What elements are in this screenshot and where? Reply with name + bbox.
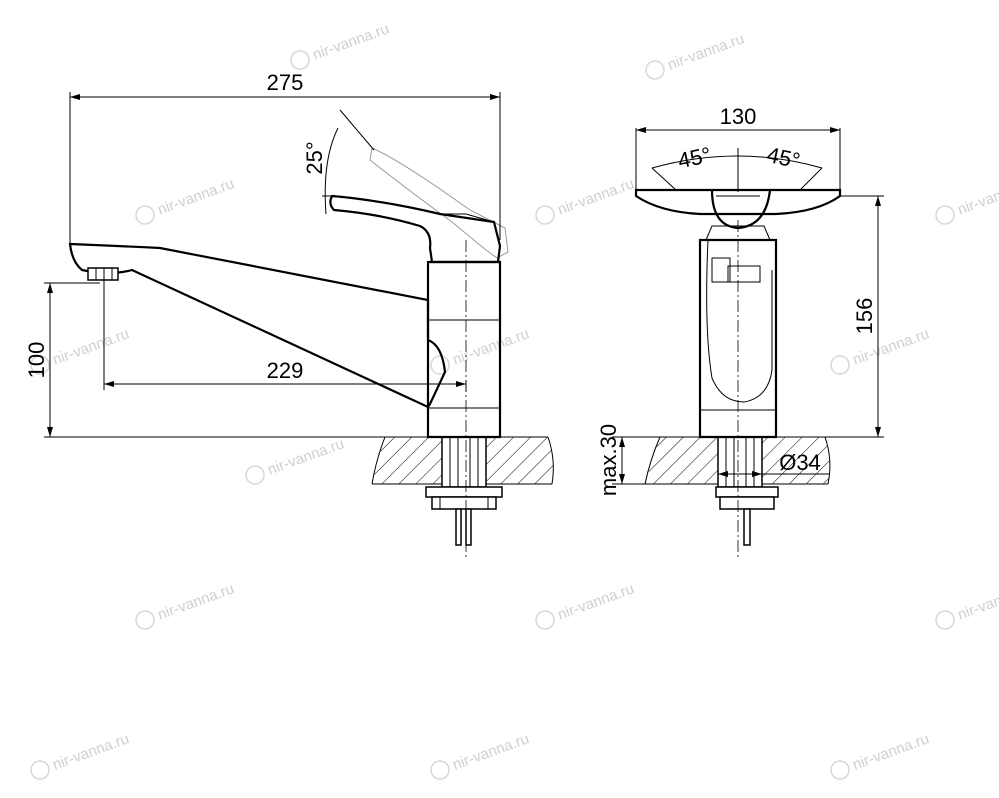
dim-45deg-right-label: 45° [765,142,803,173]
dim-lever-angle: 25° [302,109,375,215]
watermark-logo: nir-vanna.ru [535,580,636,630]
watermark-logo: nir-vanna.ru [30,730,131,780]
dim-156-label: 156 [852,298,877,335]
watermark-logo: nir-vanna.ru [935,175,999,225]
svg-text:nir-vanna.ru: nir-vanna.ru [555,175,636,218]
dim-45deg-left-label: 45° [676,142,714,173]
svg-text:nir-vanna.ru: nir-vanna.ru [265,435,346,478]
dim-130-label: 130 [720,104,757,129]
svg-text:nir-vanna.ru: nir-vanna.ru [555,580,636,623]
watermark-logo: nir-vanna.ru [535,175,636,225]
svg-text:nir-vanna.ru: nir-vanna.ru [50,730,131,773]
dim-spout-height: 100 [24,282,428,438]
svg-text:nir-vanna.ru: nir-vanna.ru [450,730,531,773]
side-faucet-body [426,240,502,560]
svg-text:nir-vanna.ru: nir-vanna.ru [955,175,999,218]
watermark-logo: nir-vanna.ru [135,175,236,225]
dim-overall-length: 275 [69,70,501,244]
front-view: 45° 45° 130 156 Ø34 [634,104,884,560]
side-lever-raised-outline [369,147,509,259]
dim-275-label: 275 [267,70,304,95]
dim-d34-label: Ø34 [779,450,821,475]
front-lever [634,188,842,241]
svg-text:nir-vanna.ru: nir-vanna.ru [310,20,391,63]
svg-text:nir-vanna.ru: nir-vanna.ru [155,580,236,623]
side-view: 275 229 100 25° [24,70,660,560]
dim-front-width: 130 [635,104,841,196]
dim-max-counter: max.30 [596,424,660,496]
svg-text:nir-vanna.ru: nir-vanna.ru [955,580,999,623]
watermark-logo: nir-vanna.ru [830,730,931,780]
dim-25deg-label: 25° [302,141,327,174]
side-lever [329,194,502,264]
dim-229-label: 229 [267,358,304,383]
watermark-logo: nir-vanna.ru [135,580,236,630]
svg-text:nir-vanna.ru: nir-vanna.ru [665,30,746,73]
dim-thread-diameter: Ø34 [718,450,830,477]
svg-text:nir-vanna.ru: nir-vanna.ru [850,730,931,773]
watermark-logo: nir-vanna.ru [245,435,346,485]
watermark-logo: nir-vanna.ru [645,30,746,80]
dim-front-height: 156 [776,195,884,438]
dim-lever-rotation: 45° 45° [651,142,823,192]
svg-text:nir-vanna.ru: nir-vanna.ru [450,325,531,368]
dim-100-label: 100 [24,342,49,379]
watermarks: nir-vanna.ru nir-vanna.ru nir-vanna.ru n… [30,20,999,780]
front-mounting-hardware [715,436,779,546]
svg-text:nir-vanna.ru: nir-vanna.ru [50,325,131,368]
dim-max30-label: max.30 [596,424,621,496]
watermark-logo: nir-vanna.ru [430,730,531,780]
dim-spout-reach: 229 [103,280,467,392]
watermark-logo: nir-vanna.ru [935,580,999,630]
side-spout [68,242,447,409]
watermark-logo: nir-vanna.ru [830,325,931,375]
watermark-logo: nir-vanna.ru [290,20,391,70]
svg-text:nir-vanna.ru: nir-vanna.ru [155,175,236,218]
side-mounting-hardware [425,436,503,546]
